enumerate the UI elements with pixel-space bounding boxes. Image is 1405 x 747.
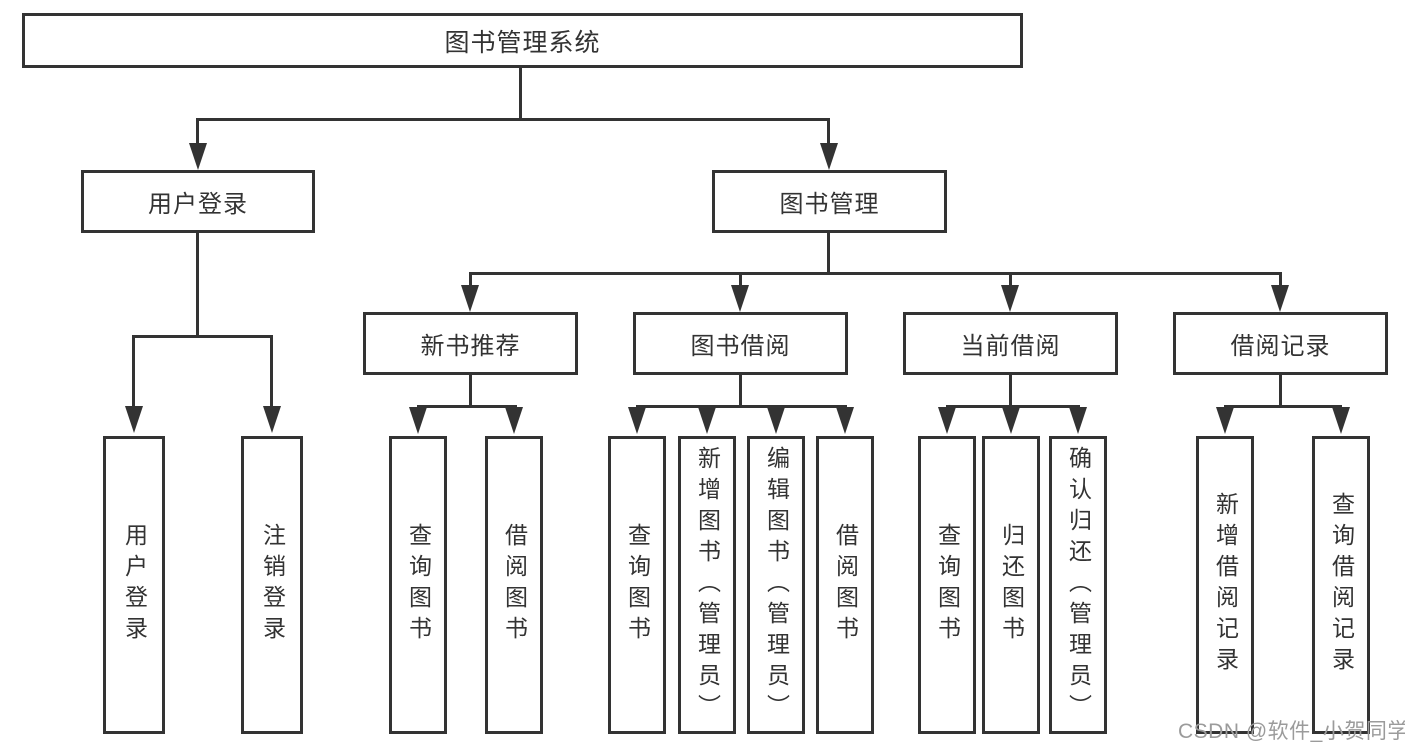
- connector-line: [519, 68, 522, 120]
- connector-line: [1009, 375, 1012, 407]
- leaf-bb-add-book-admin: 新增图书（管理员）: [678, 436, 736, 734]
- arrowhead-down-icon: [1002, 407, 1020, 434]
- arrowhead-down-icon: [628, 407, 646, 434]
- arrowhead-down-icon: [125, 406, 143, 433]
- connector-line: [1279, 375, 1282, 407]
- leaf-logout: 注销登录: [241, 436, 303, 734]
- leaf-nb-borrow-book: 借阅图书: [485, 436, 543, 734]
- watermark: CSDN @软件_小贺同学: [1178, 720, 1405, 743]
- connector-line: [417, 405, 517, 408]
- connector-line: [270, 335, 273, 407]
- node-current-borrow: 当前借阅: [903, 312, 1118, 375]
- leaf-cb-return-book: 归还图书: [982, 436, 1040, 734]
- leaf-nb-query-book: 查询图书: [389, 436, 447, 734]
- leaf-bb-query-book: 查询图书: [608, 436, 666, 734]
- leaf-cb-query-book: 查询图书: [918, 436, 976, 734]
- node-root: 图书管理系统: [22, 13, 1023, 68]
- node-new-book-recommend: 新书推荐: [363, 312, 578, 375]
- leaf-cb-confirm-return-admin: 确认归还（管理员）: [1049, 436, 1107, 734]
- node-user-login: 用户登录: [81, 170, 315, 233]
- connector-line: [132, 335, 273, 338]
- arrowhead-down-icon: [505, 407, 523, 434]
- node-borrow-records: 借阅记录: [1173, 312, 1388, 375]
- arrowhead-down-icon: [1271, 285, 1289, 312]
- connector-line: [469, 272, 472, 288]
- connector-line: [469, 272, 1282, 275]
- connector-line: [469, 375, 472, 407]
- arrowhead-down-icon: [767, 407, 785, 434]
- connector-line: [827, 118, 830, 146]
- connector-line: [946, 405, 1080, 408]
- connector-line: [1224, 405, 1342, 408]
- leaf-bb-edit-book-admin: 编辑图书（管理员）: [747, 436, 805, 734]
- connector-line: [739, 375, 742, 407]
- arrowhead-down-icon: [1069, 407, 1087, 434]
- leaf-br-add-record: 新增借阅记录: [1196, 436, 1254, 734]
- arrowhead-down-icon: [731, 285, 749, 312]
- arrowhead-down-icon: [938, 407, 956, 434]
- arrowhead-down-icon: [461, 285, 479, 312]
- arrowhead-down-icon: [1332, 407, 1350, 434]
- connector-line: [197, 118, 830, 121]
- connector-line: [196, 233, 199, 337]
- connector-line: [739, 272, 742, 288]
- arrowhead-down-icon: [1001, 285, 1019, 312]
- connector-line: [827, 233, 830, 274]
- leaf-user-login: 用户登录: [103, 436, 165, 734]
- connector-line: [636, 405, 847, 408]
- leaf-bb-borrow-book: 借阅图书: [816, 436, 874, 734]
- arrowhead-down-icon: [189, 143, 207, 170]
- connector-line: [132, 335, 135, 407]
- arrowhead-down-icon: [409, 407, 427, 434]
- connector-line: [196, 118, 199, 146]
- node-book-management: 图书管理: [712, 170, 947, 233]
- arrowhead-down-icon: [263, 406, 281, 433]
- leaf-br-query-record: 查询借阅记录: [1312, 436, 1370, 734]
- connector-line: [1009, 272, 1012, 288]
- connector-line: [1279, 272, 1282, 288]
- arrowhead-down-icon: [820, 143, 838, 170]
- arrowhead-down-icon: [698, 407, 716, 434]
- arrowhead-down-icon: [1216, 407, 1234, 434]
- arrowhead-down-icon: [836, 407, 854, 434]
- node-book-borrow: 图书借阅: [633, 312, 848, 375]
